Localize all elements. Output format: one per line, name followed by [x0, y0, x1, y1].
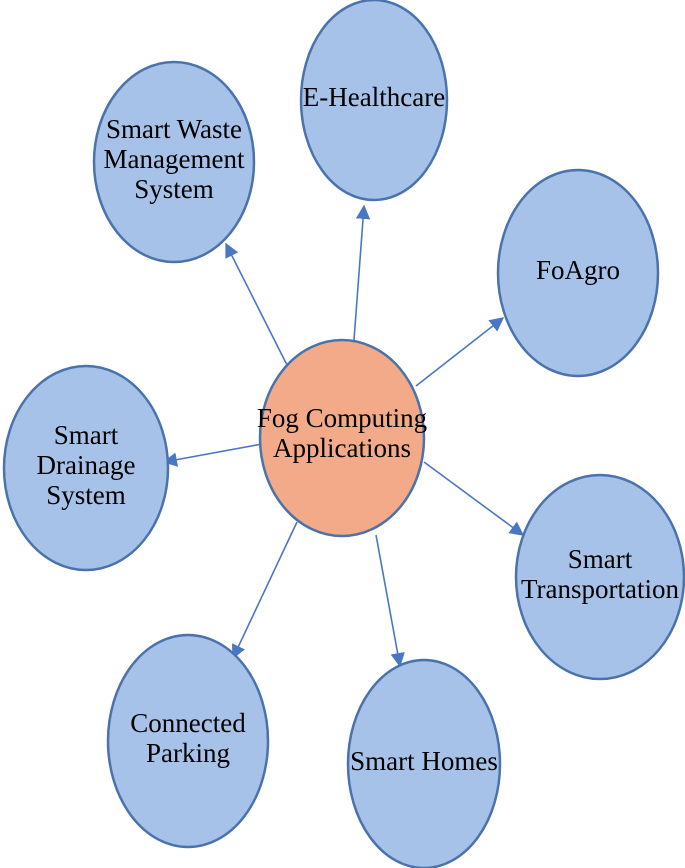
- node-smart-drainage-label-line: Smart: [54, 420, 119, 450]
- node-connected-parking-label-line: Connected: [130, 708, 246, 738]
- node-e-healthcare-circle: [299, 0, 449, 202]
- node-foagro-circle: [496, 168, 660, 378]
- node-smart-homes-label-line: Smart Homes: [350, 746, 498, 776]
- node-smart-drainage-circle: [2, 364, 170, 572]
- arrow-to-smart-transportation: [423, 461, 525, 536]
- node-e-healthcare-label-line: E-Healthcare: [303, 82, 445, 112]
- node-smart-homes: Smart Homes: [346, 658, 502, 868]
- node-smart-transportation-circle: [514, 473, 685, 681]
- center-node-label-line: Applications: [273, 433, 411, 463]
- center-node-circle: [258, 338, 426, 538]
- edges-layer: [162, 204, 525, 668]
- node-connected-parking-circle: [106, 633, 270, 849]
- node-smart-waste-circle: [92, 60, 256, 264]
- node-e-healthcare: E-Healthcare: [299, 0, 449, 202]
- arrow-to-foagro: [415, 317, 505, 387]
- node-smart-homes-circle: [346, 658, 502, 868]
- arrow-to-connected-parking: [232, 521, 298, 660]
- node-foagro-label-line: FoAgro: [536, 255, 620, 285]
- center-node-label-line: Fog Computing: [257, 403, 427, 433]
- node-smart-waste-label-line: Smart Waste: [106, 114, 242, 144]
- node-smart-drainage-label-line: System: [46, 480, 126, 510]
- node-foagro: FoAgro: [496, 168, 660, 378]
- node-smart-transportation-label-line: Smart: [568, 544, 633, 574]
- arrow-to-smart-waste: [225, 242, 288, 366]
- node-smart-transportation-label-line: Transportation: [521, 574, 680, 604]
- arrow-to-smart-homes: [375, 534, 405, 668]
- node-connected-parking-label-line: Parking: [146, 738, 230, 768]
- node-smart-drainage-label-line: Drainage: [37, 450, 136, 480]
- node-smart-waste-label-line: System: [134, 174, 214, 204]
- node-smart-waste-label-line: Management: [104, 144, 245, 174]
- arrow-to-smart-drainage: [162, 443, 263, 467]
- arrow-to-e-healthcare: [353, 204, 371, 341]
